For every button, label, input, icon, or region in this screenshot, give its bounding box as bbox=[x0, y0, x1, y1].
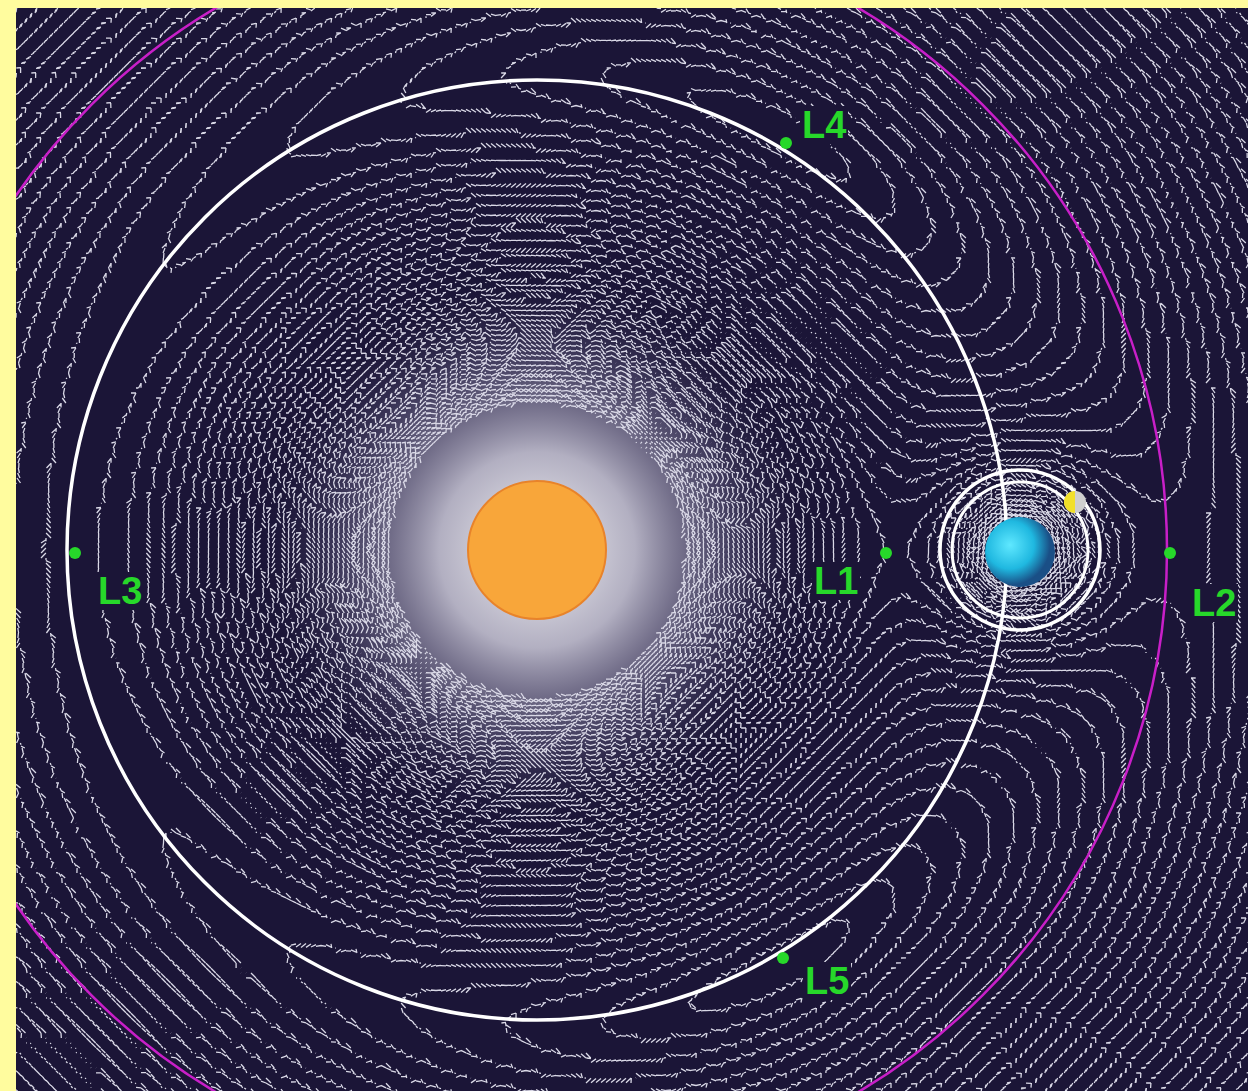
l2-point bbox=[1164, 547, 1176, 559]
moon bbox=[1064, 491, 1086, 513]
lagrange-point-label: L1 bbox=[812, 562, 860, 600]
moon-lit-side bbox=[1064, 491, 1075, 513]
earth bbox=[985, 517, 1055, 587]
l3-point bbox=[69, 547, 81, 559]
l5-point bbox=[777, 952, 789, 964]
potential-contours bbox=[16, 8, 1248, 1091]
lagrange-point-label: L2 bbox=[1190, 584, 1238, 622]
lagrange-point-label: L4 bbox=[800, 106, 848, 144]
earth-ring bbox=[952, 482, 1088, 618]
earth-orbit bbox=[67, 80, 1007, 1020]
sun bbox=[468, 481, 606, 619]
lagrange-point-label: L5 bbox=[803, 962, 851, 1000]
lagrange-point-label: L3 bbox=[96, 572, 144, 610]
moon-orbit bbox=[940, 470, 1100, 630]
outer-orbit bbox=[16, 8, 1167, 1091]
l1-point bbox=[880, 547, 892, 559]
l4-point bbox=[780, 137, 792, 149]
